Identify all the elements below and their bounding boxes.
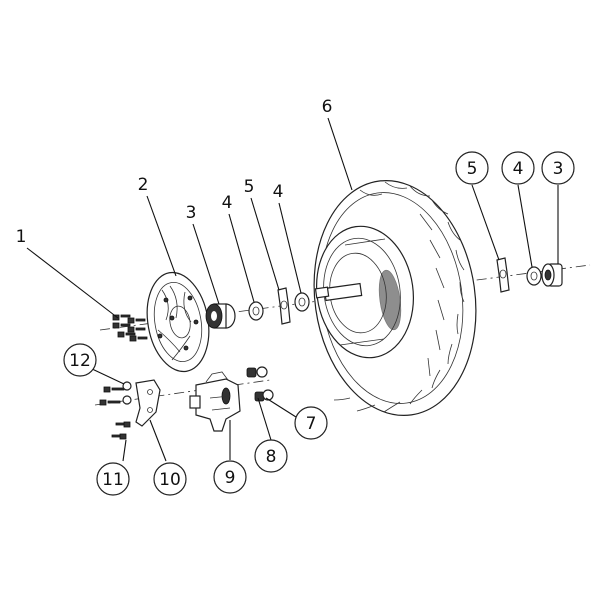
callout-11: 11 [102, 470, 124, 490]
callout-9: 9 [225, 468, 236, 488]
callout-3-right-circle [541, 151, 575, 185]
callout-10-circle [153, 462, 187, 496]
caliper-centerline [94, 379, 271, 406]
right-nut [541, 263, 563, 287]
callout-4-left: 4 [222, 193, 233, 213]
callout-9-circle [213, 460, 247, 494]
callout-1: 1 [16, 227, 27, 247]
callout-12: 12 [69, 351, 91, 371]
right-washer [526, 266, 542, 286]
callout-11-circle [96, 462, 130, 496]
left-washer [248, 301, 264, 321]
callout-4-inner: 4 [273, 182, 284, 202]
callout-8: 8 [266, 447, 277, 467]
callout-12-circle [63, 343, 97, 377]
right-torque-washer [496, 257, 510, 293]
callout-8-circle [254, 439, 288, 473]
callout-2: 2 [138, 175, 149, 195]
callout-10: 10 [159, 470, 181, 490]
brake-disc [146, 271, 210, 373]
disc-bolts [112, 314, 148, 342]
caliper-washers [256, 366, 274, 401]
left-torque-washer [277, 287, 291, 325]
bracket-washers [122, 381, 132, 405]
callout-5-right: 5 [467, 159, 478, 179]
callout-6: 6 [322, 97, 333, 117]
callout-7: 7 [306, 414, 317, 434]
tire-wheel [313, 180, 477, 416]
caliper-bracket [135, 379, 161, 427]
brake-caliper [189, 371, 241, 432]
bracket-bolts [99, 386, 131, 440]
callout-labels: 1 2 3 4 5 4 6 5 4 3 12 7 8 9 10 11 [16, 97, 575, 496]
callout-4-right: 4 [513, 159, 524, 179]
leader-lines [26, 117, 559, 462]
left-bushing [205, 303, 236, 329]
callout-5-left: 5 [244, 177, 255, 197]
inner-washer [294, 292, 310, 312]
callout-3-right: 3 [553, 159, 564, 179]
callout-5-right-circle [455, 151, 489, 185]
callout-4-right-circle [501, 151, 535, 185]
callout-7-circle [294, 406, 328, 440]
callout-3-left: 3 [186, 203, 197, 223]
